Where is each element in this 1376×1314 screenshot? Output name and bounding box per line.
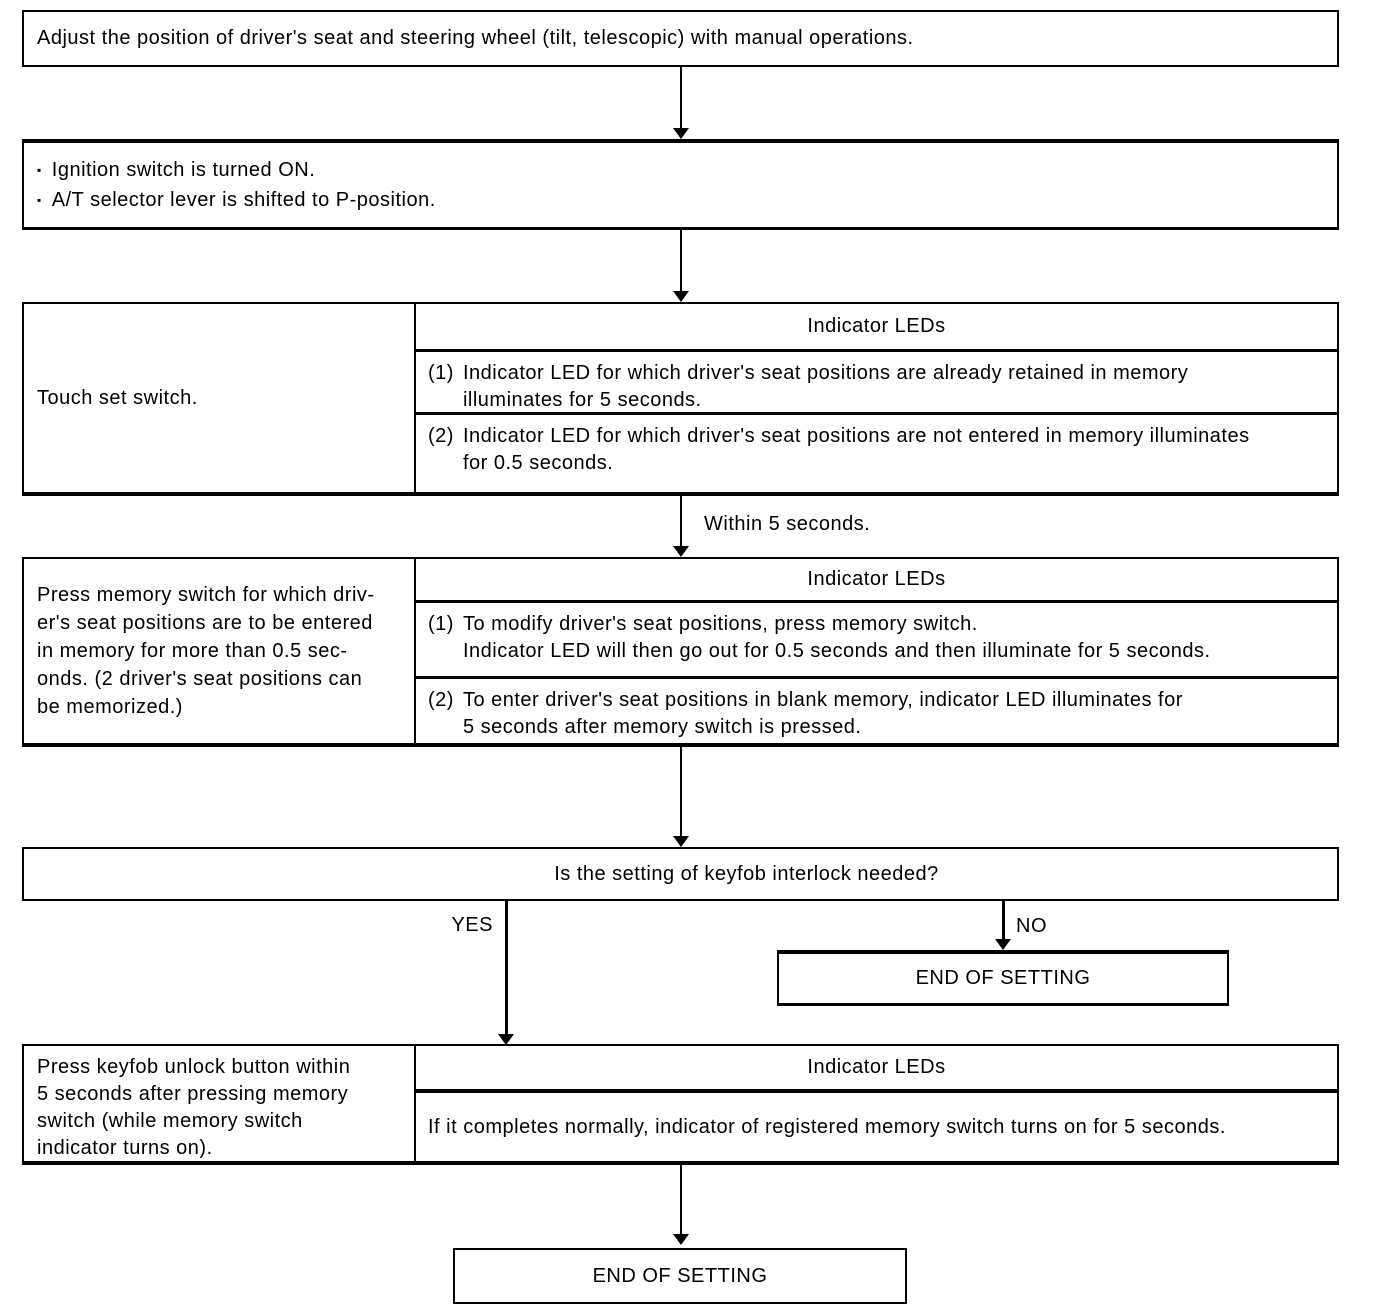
step-box-touch-set-switch: Touch set switch. Indicator LEDs (1) Ind… (22, 302, 1339, 496)
row-text: Indicator LED for which driver's seat po… (462, 362, 1189, 411)
yes-branch-line (505, 901, 508, 1034)
arrowhead-down-icon (673, 546, 689, 557)
row-number: (2) (428, 425, 454, 447)
condition-item: ▪ Ignition switch is turned ON. (37, 155, 1337, 185)
action-text: Press memory switch for which driv- er's… (37, 584, 375, 718)
flow-arrow-line (680, 1165, 682, 1234)
condition-item: ▪ A/T selector lever is shifted to P-pos… (37, 185, 1337, 215)
step-box-press-memory-switch: Press memory switch for which driv- er's… (22, 557, 1339, 747)
led-behavior-row: (2) Indicator LED for which driver's sea… (416, 412, 1337, 492)
condition-text: Ignition switch is turned ON. (51, 159, 316, 181)
transition-label: Within 5 seconds. (704, 511, 871, 538)
indicator-led-table: Indicator LEDs If it completes normally,… (416, 1046, 1337, 1161)
step-box-adjust-seat: Adjust the position of driver's seat and… (22, 10, 1339, 67)
led-behavior-row: (2) To enter driver's seat positions in … (416, 676, 1337, 743)
row-number: (2) (428, 689, 454, 711)
row-text: Indicator LED for which driver's seat po… (462, 425, 1250, 474)
arrowhead-down-icon (673, 291, 689, 302)
led-table-header: Indicator LEDs (416, 559, 1337, 600)
led-behavior-row: (1) Indicator LED for which driver's sea… (416, 349, 1337, 412)
row-text: To modify driver's seat positions, press… (462, 613, 1211, 662)
arrowhead-down-icon (673, 1234, 689, 1245)
no-branch-line (1002, 901, 1005, 939)
action-text: Press keyfob unlock button within 5 seco… (37, 1055, 351, 1159)
end-of-setting-text: END OF SETTING (592, 1264, 768, 1287)
led-header-text: Indicator LEDs (807, 568, 946, 590)
no-branch-label: NO (1016, 913, 1047, 940)
decision-box-keyfob-interlock: Is the setting of keyfob interlock neede… (22, 847, 1339, 901)
row-number: (1) (428, 362, 454, 384)
action-cell: Press memory switch for which driv- er's… (24, 559, 416, 743)
row-text: If it completes normally, indicator of r… (428, 1115, 1226, 1138)
yes-branch-label: YES (446, 912, 493, 939)
led-header-text: Indicator LEDs (807, 1056, 946, 1078)
square-bullet-icon: ▪ (37, 193, 42, 207)
arrowhead-down-icon (673, 128, 689, 139)
indicator-led-table: Indicator LEDs (1) Indicator LED for whi… (416, 304, 1337, 492)
step-box-press-keyfob-unlock: Press keyfob unlock button within 5 seco… (22, 1044, 1339, 1165)
flow-arrow-line (680, 230, 682, 291)
indicator-led-table: Indicator LEDs (1) To modify driver's se… (416, 559, 1337, 743)
square-bullet-icon: ▪ (37, 163, 42, 177)
end-of-setting-text: END OF SETTING (915, 967, 1091, 989)
led-table-header: Indicator LEDs (416, 1046, 1337, 1089)
row-number: (1) (428, 613, 454, 635)
flow-arrow-line (680, 747, 682, 836)
action-cell: Touch set switch. (24, 304, 416, 492)
arrowhead-down-icon (995, 939, 1011, 950)
decision-question: Is the setting of keyfob interlock neede… (554, 862, 939, 885)
step-text: Adjust the position of driver's seat and… (37, 27, 914, 49)
end-of-setting-box-final: END OF SETTING (453, 1248, 907, 1304)
flow-arrow-line (680, 67, 682, 128)
row-text: To enter driver's seat positions in blan… (462, 689, 1183, 738)
action-text: Touch set switch. (37, 386, 198, 409)
flow-arrow-line (680, 496, 682, 546)
condition-text: A/T selector lever is shifted to P-posit… (51, 189, 436, 211)
step-box-conditions: ▪ Ignition switch is turned ON. ▪ A/T se… (22, 139, 1339, 230)
led-behavior-row: If it completes normally, indicator of r… (416, 1089, 1337, 1161)
arrowhead-down-icon (673, 836, 689, 847)
led-behavior-row: (1) To modify driver's seat positions, p… (416, 600, 1337, 676)
arrowhead-down-icon (498, 1034, 514, 1045)
end-of-setting-box-no-branch: END OF SETTING (777, 950, 1229, 1006)
led-header-text: Indicator LEDs (807, 315, 946, 337)
led-table-header: Indicator LEDs (416, 304, 1337, 349)
action-cell: Press keyfob unlock button within 5 seco… (24, 1046, 416, 1161)
